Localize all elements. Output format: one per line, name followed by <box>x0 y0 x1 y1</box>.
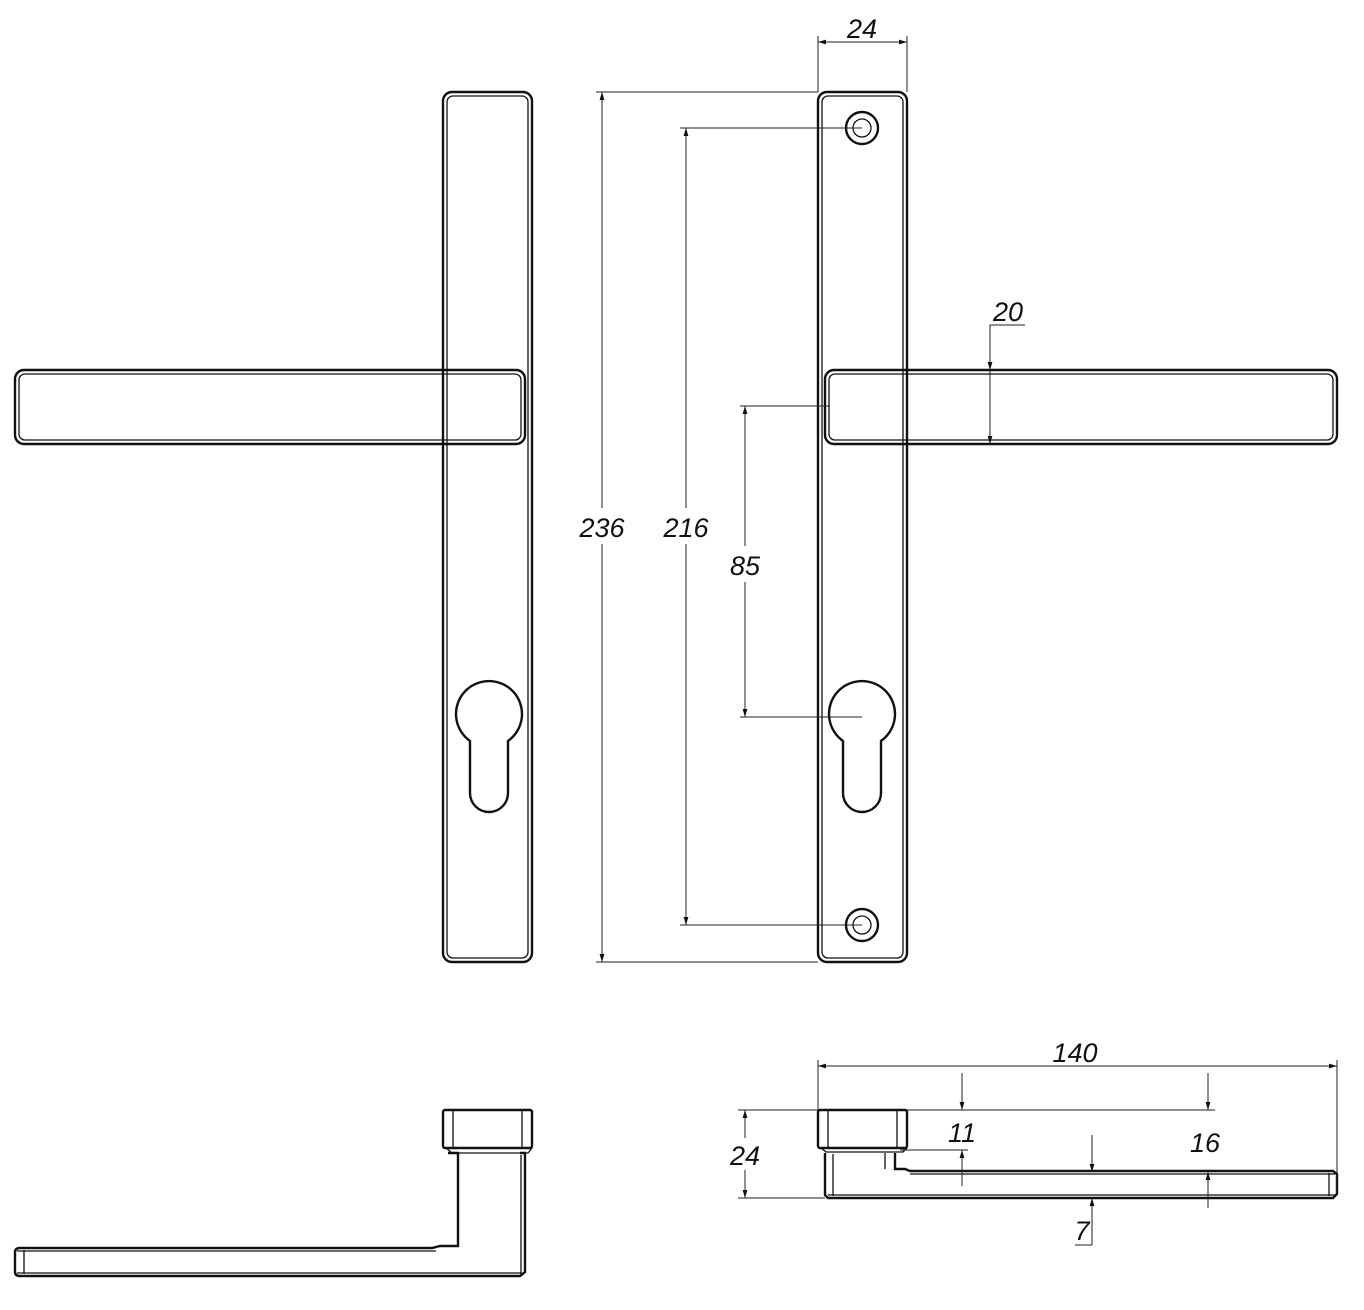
backplate <box>816 90 909 964</box>
dim-lever-to-cylinder: 85 <box>730 551 761 581</box>
dim-lever-width: 20 <box>992 297 1023 327</box>
dim-side-height: 24 <box>729 1141 760 1171</box>
lever <box>823 368 1339 446</box>
front-view-right: 24 236 216 85 20 <box>578 14 1339 964</box>
rose <box>816 1108 909 1150</box>
lever <box>13 368 527 446</box>
side-view-left <box>13 1108 534 1278</box>
backplate <box>441 90 534 964</box>
lever-side <box>823 1153 1339 1200</box>
dim-plate-height: 236 <box>578 513 625 543</box>
dim-rose-height: 11 <box>948 1118 976 1148</box>
side-view-right: 140 24 11 16 7 <box>728 1038 1339 1246</box>
front-view-left <box>13 90 534 964</box>
keyhole <box>827 679 897 814</box>
keyhole <box>454 679 524 814</box>
dim-screw-centres: 216 <box>662 513 709 543</box>
dim-plate-width: 24 <box>846 14 877 44</box>
lever-side <box>13 1151 527 1278</box>
dim-lever-thickness: 7 <box>1074 1216 1090 1246</box>
dim-lever-offset: 16 <box>1190 1128 1221 1158</box>
dim-lever-length: 140 <box>1052 1038 1097 1068</box>
rose <box>441 1108 534 1150</box>
